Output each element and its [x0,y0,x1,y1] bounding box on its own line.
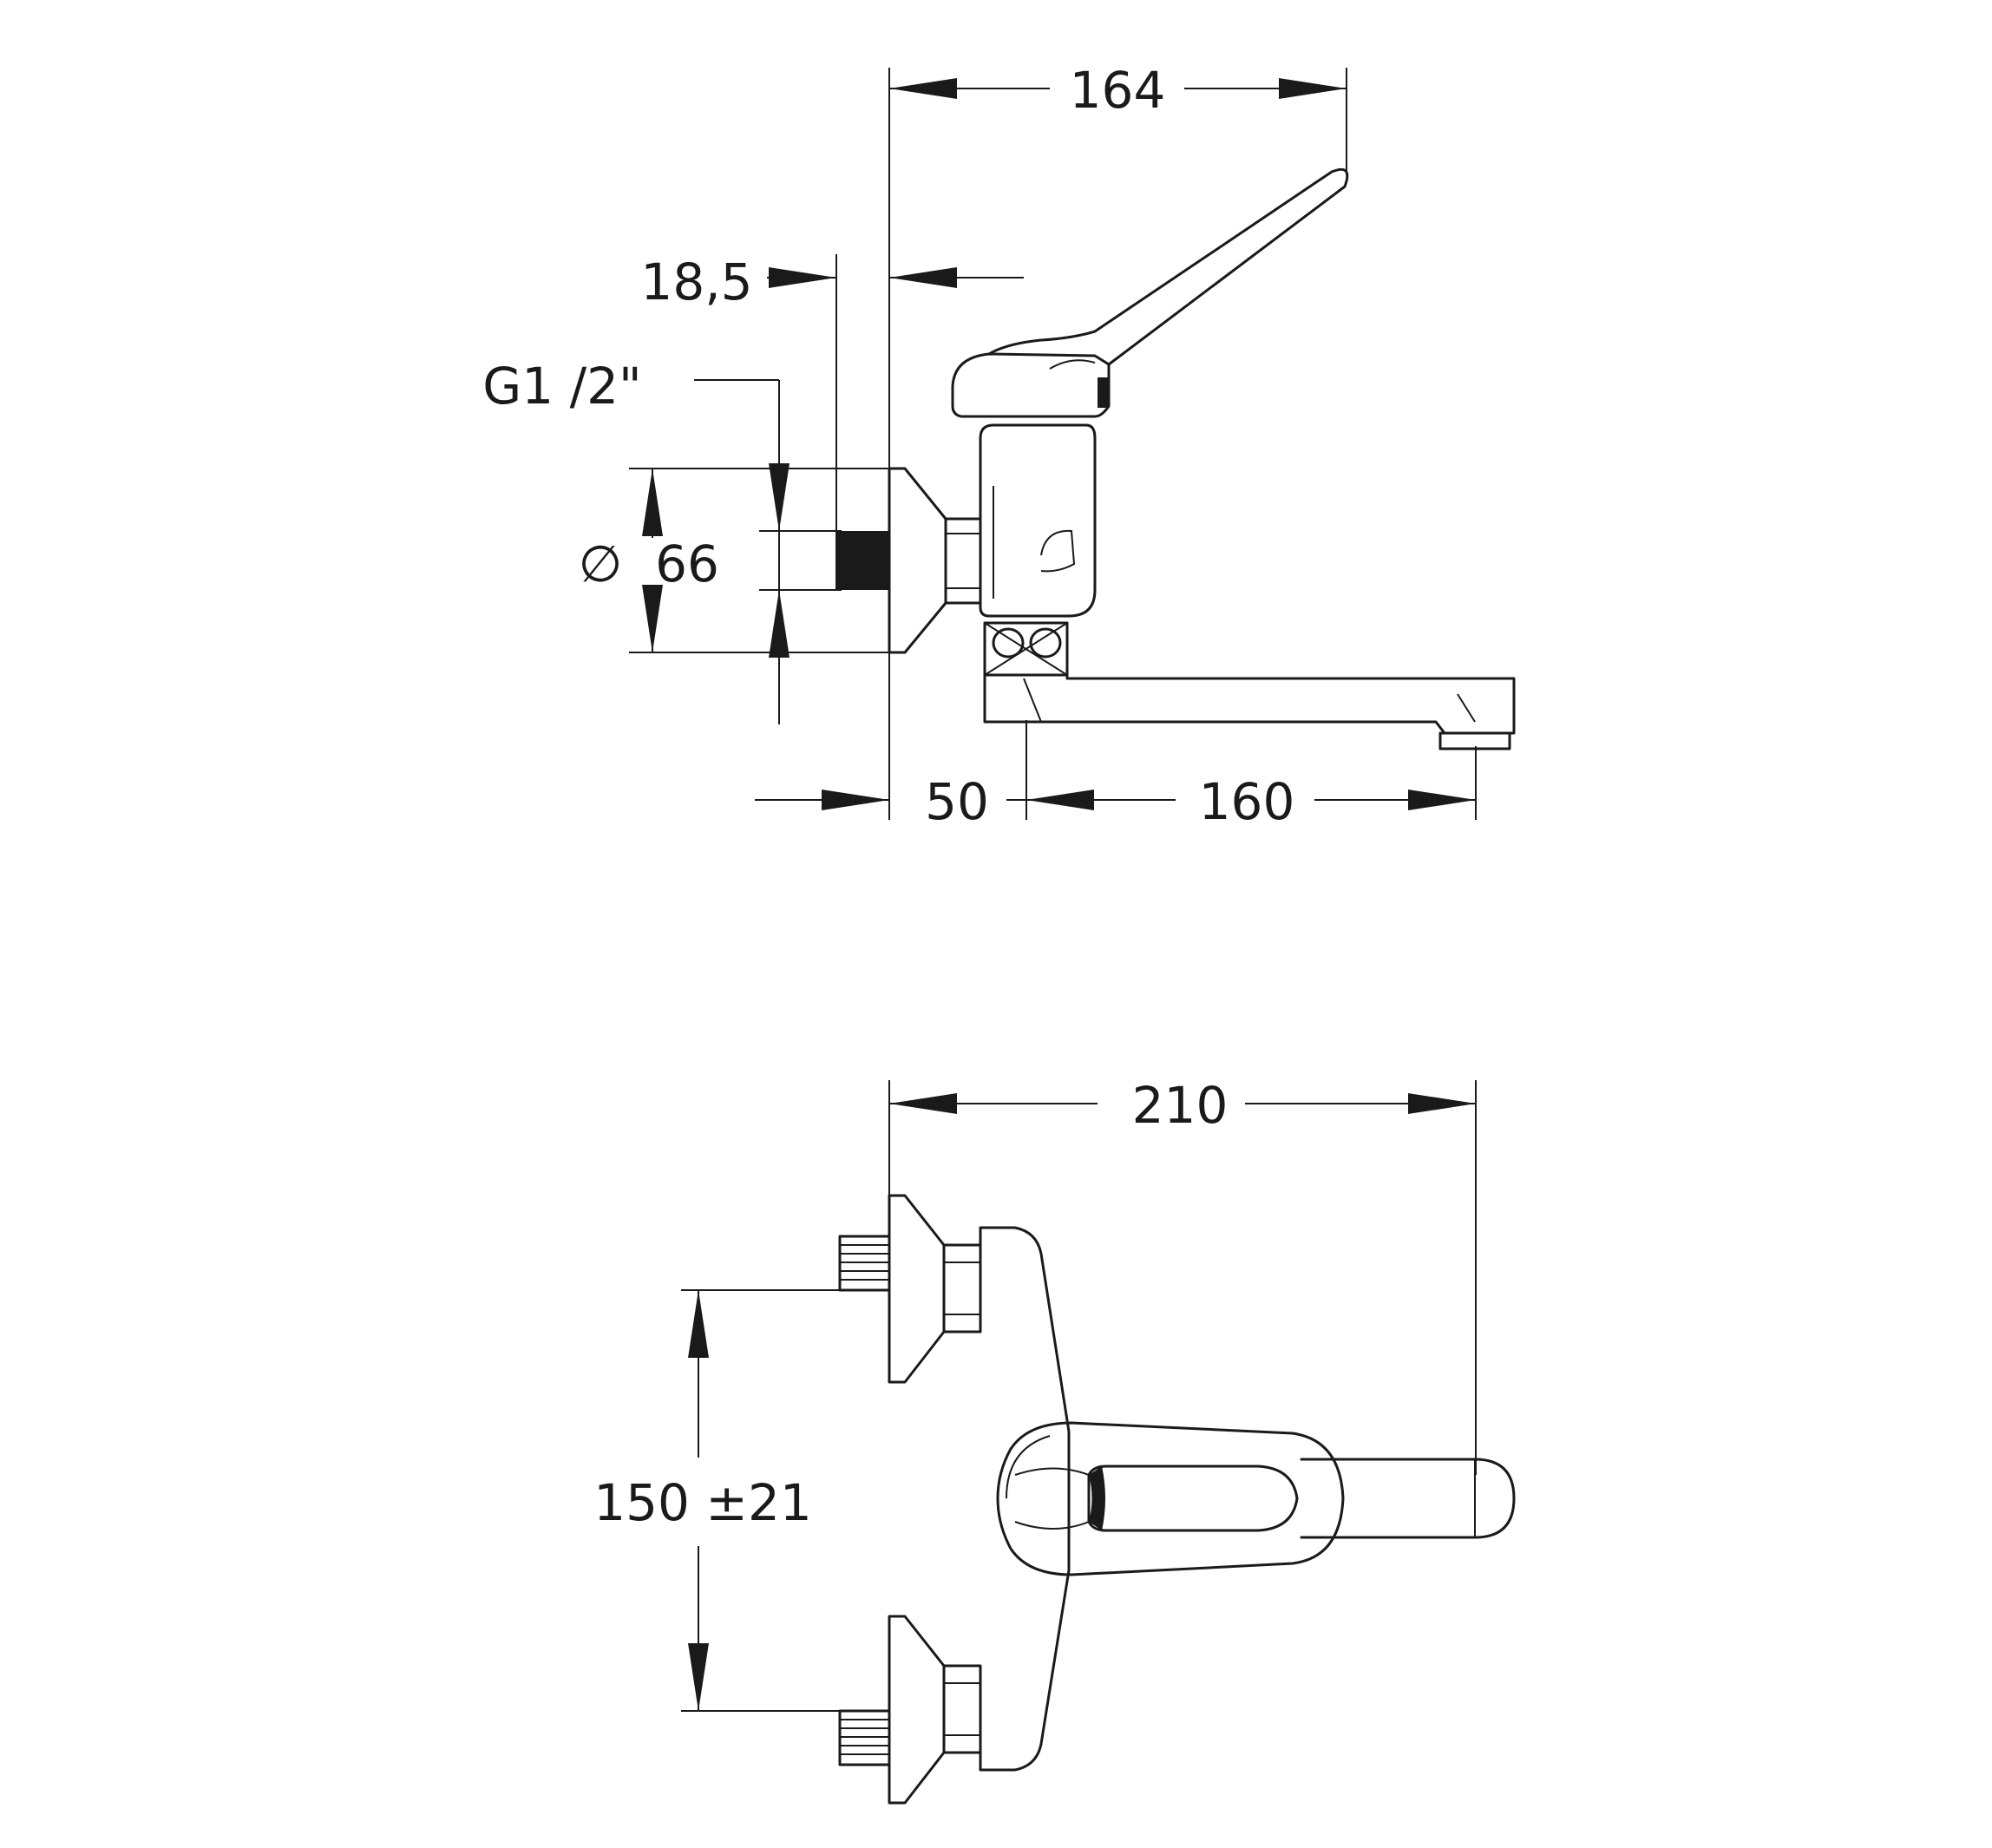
dimension-50: 50 [755,772,1094,831]
front-lever [996,1421,1345,1576]
dimension-160-label: 160 [1199,772,1295,831]
dimension-diameter-66: ∅ 66 [579,469,719,652]
side-lever [987,167,1349,408]
diameter-symbol: ∅ [579,534,623,593]
dimension-164: 164 [889,61,1347,120]
side-cartridge-head [951,352,1111,418]
thread-label-group: G1 /2" [482,357,790,658]
side-mixer-body [979,423,1097,618]
dimension-50-label: 50 [925,772,989,831]
side-view: 164 18,5 G1 /2" ∅ 66 [482,61,1516,831]
dimension-150: 150 ±21 [593,1289,889,1712]
dimension-164-label: 164 [1070,61,1166,120]
front-view: 210 150 ±21 [593,1076,1516,1805]
dimension-210: 210 [888,1076,1477,1475]
side-union-nut [944,517,982,605]
side-flow-block [983,621,1069,677]
dimension-210-label: 210 [1132,1076,1229,1135]
dimension-150-label: 150 ±21 [593,1473,812,1532]
thread-label: G1 /2" [482,357,641,416]
front-mixer-body [979,1226,1071,1772]
front-upper-connection [838,1194,982,1384]
dimension-18-5: 18,5 [640,252,957,311]
diameter-value: 66 [655,534,719,593]
front-spout [1300,1458,1516,1539]
side-spout [983,673,1516,750]
dimension-160: 160 [1026,772,1476,831]
front-lower-connection [838,1615,982,1805]
thread-insert [836,531,889,590]
side-rosette [888,467,947,654]
side-extension-lines [629,68,1477,820]
dimension-18-5-label: 18,5 [640,252,752,311]
